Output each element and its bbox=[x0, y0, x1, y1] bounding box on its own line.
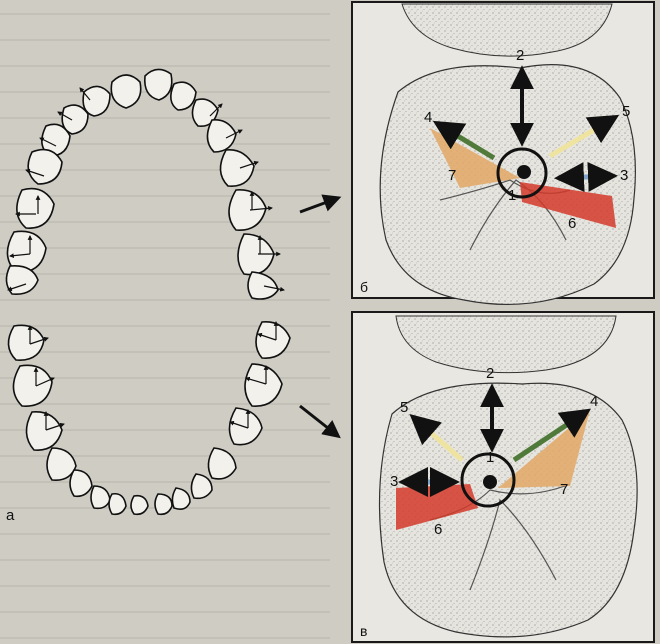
panel-b-number-1: 1 bbox=[508, 187, 516, 204]
panel-c-number-5: 5 bbox=[400, 399, 408, 416]
panel-b-arrow-5 bbox=[548, 114, 620, 159]
panel-b-upper-tooth bbox=[401, 3, 613, 57]
panel-c-number-6: 6 bbox=[434, 521, 442, 538]
panel-b-number-3: 3 bbox=[620, 167, 628, 184]
pointer-arrow-to-panel-b bbox=[299, 194, 342, 214]
panel-c-arrow-4 bbox=[512, 408, 591, 463]
panel-b-number-4: 4 bbox=[424, 109, 432, 126]
pointer-arrows bbox=[299, 194, 342, 439]
panel-c-number-7: 7 bbox=[560, 481, 568, 498]
panel-a-dental-arches bbox=[5, 68, 291, 516]
panel-c-number-3: 3 bbox=[390, 473, 398, 490]
upper-arch bbox=[5, 68, 279, 300]
panel-c-label: в bbox=[360, 623, 367, 639]
panel-b-contact-point bbox=[517, 165, 531, 179]
panel-c: 2 5 4 3 1 7 6 в bbox=[351, 311, 655, 643]
panel-b-red-zone bbox=[520, 182, 616, 228]
panel-b-number-5: 5 bbox=[622, 103, 630, 120]
panel-b: 2 4 5 3 7 1 6 б bbox=[351, 1, 655, 306]
lower-arch bbox=[7, 321, 291, 516]
panel-c-upper-tooth bbox=[395, 315, 617, 374]
panel-c-number-1: 1 bbox=[486, 449, 494, 466]
panel-c-contact-circle bbox=[460, 452, 516, 508]
panel-b-number-2: 2 bbox=[516, 47, 524, 64]
panel-c-contact-point bbox=[483, 475, 497, 489]
tooth-force-arrows bbox=[7, 87, 285, 431]
panel-a-label: а bbox=[6, 507, 15, 524]
panel-c-arrow-5 bbox=[409, 414, 464, 462]
panel-b-label: б bbox=[360, 279, 368, 295]
panel-b-arrow-4 bbox=[432, 120, 496, 161]
panel-b-number-7: 7 bbox=[448, 167, 456, 184]
panel-b-contact-circle bbox=[496, 147, 548, 199]
pointer-arrow-to-panel-c bbox=[299, 404, 341, 439]
panel-b-number-6: 6 bbox=[568, 215, 576, 232]
panel-b-molar bbox=[379, 64, 636, 306]
panel-c-number-4: 4 bbox=[590, 393, 598, 410]
panel-b-arrow-3 bbox=[554, 161, 618, 193]
panel-c-number-2: 2 bbox=[486, 365, 494, 382]
